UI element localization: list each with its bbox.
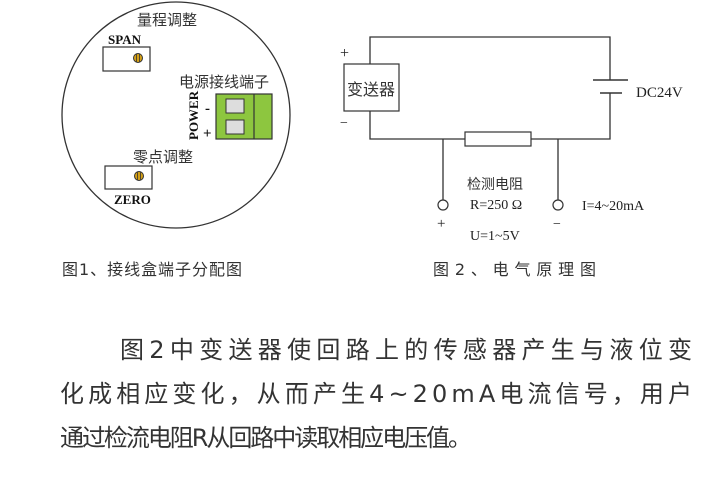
voltage-range: U=1~5V: [470, 229, 520, 244]
span-label: SPAN: [108, 32, 142, 47]
terminal-title: 电源接线端子: [179, 73, 269, 91]
bottom-wire: [369, 111, 465, 140]
paragraph-line-2: 化成相应变化，从而产生4~20mA电流信号，用户: [60, 380, 692, 408]
power-label: POWER: [186, 90, 201, 140]
power-plus-sign: +: [203, 126, 212, 142]
sense-resistor: [464, 131, 532, 147]
current-range: I=4~20mA: [582, 199, 645, 214]
supply-label: DC24V: [636, 85, 683, 101]
transmitter-plus: +: [340, 45, 349, 62]
zero-adjuster[interactable]: [104, 165, 153, 190]
span-adjuster[interactable]: [102, 46, 151, 72]
zero-label: ZERO: [114, 192, 151, 207]
paragraph-line-1: 图2中变送器使回路上的传感器产生与液位变: [120, 336, 692, 364]
figure2-caption: 图2、电气原理图: [433, 260, 596, 279]
figure1-caption: 图1、接线盒端子分配图: [62, 260, 242, 279]
resistor-title: 检测电阻: [467, 177, 523, 193]
zero-title: 零点调整: [133, 148, 193, 166]
junction-box-diagram: 量程调整 SPAN 电源接线端子 POWER - + 零点调整 ZERO: [61, 1, 291, 229]
zero-screw-icon: [134, 171, 144, 181]
tap-plus-terminal: [437, 199, 449, 211]
right-wire: [531, 93, 611, 140]
power-terminal-block: [215, 93, 273, 140]
terminal-plus-slot[interactable]: [225, 119, 245, 135]
transmitter-minus: −: [340, 116, 348, 131]
junction-box-outline: [61, 1, 291, 229]
transmitter-label: 变送器: [347, 80, 395, 99]
terminal-minus-slot[interactable]: [225, 98, 245, 114]
resistor-value: R=250 Ω: [470, 198, 522, 213]
span-title: 量程调整: [137, 11, 197, 29]
paragraph-line-3: 通过检流电阻R从回路中读取相应电压值。: [60, 424, 472, 452]
tap-minus-terminal: [552, 199, 564, 211]
tap-plus-sign: +: [437, 216, 445, 232]
circuit-diagram: 变送器 + − DC24V + − 检测电阻 R=250 Ω I=4~20mA …: [340, 36, 683, 244]
power-minus-sign: -: [205, 101, 210, 117]
top-wire: [369, 36, 611, 80]
span-screw-icon: [133, 53, 143, 63]
transmitter-box: [343, 63, 400, 112]
tap-minus-sign: −: [553, 217, 561, 232]
